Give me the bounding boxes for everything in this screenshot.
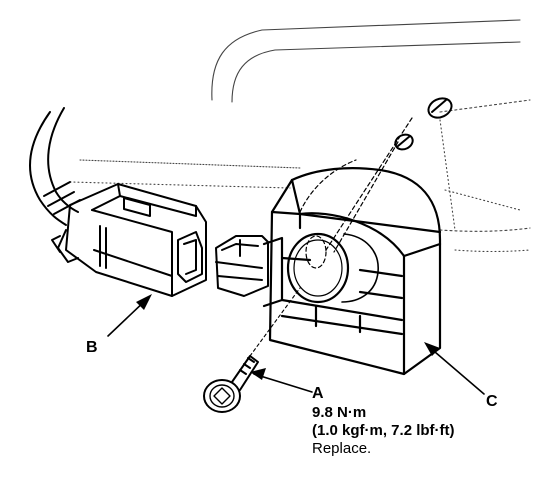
sensor-body-c [262, 167, 442, 376]
bolt-a [203, 287, 301, 413]
hidden-lines [299, 117, 413, 269]
mounting-holes [394, 97, 453, 151]
torque-value: 9.8 N·m [312, 404, 367, 421]
torque-value-alt: (1.0 kgf·m, 7.2 lbf·ft) [312, 422, 455, 439]
label-a: A [312, 385, 324, 402]
background-housing [69, 19, 531, 253]
torque-spec: 9.8 N·m (1.0 kgf·m, 7.2 lbf·ft) Replace. [312, 404, 455, 458]
label-b: B [86, 339, 98, 356]
sensor-plug [215, 235, 269, 297]
connector-b [51, 183, 207, 297]
wire-harness [29, 107, 81, 226]
label-c: C [486, 393, 498, 410]
arrowheads [136, 294, 440, 380]
replace-note: Replace. [312, 440, 372, 457]
